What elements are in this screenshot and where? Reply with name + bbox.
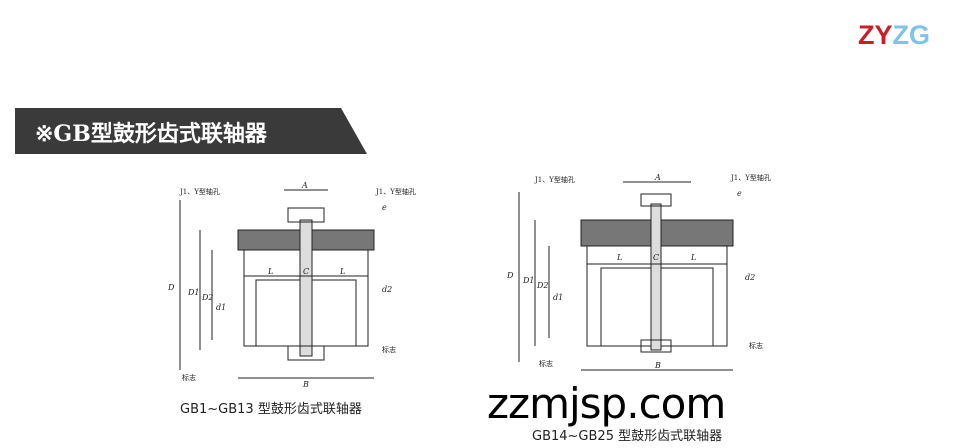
dim-label-D: D	[167, 283, 175, 292]
section-title: ※GB型鼓形齿式联轴器	[35, 121, 267, 147]
dim-label-d2: d2	[382, 285, 392, 294]
dim-label-D1: D1	[522, 276, 535, 285]
brand-logo: ZYZG	[858, 20, 931, 50]
bore-label-right: J1、Y型轴孔	[375, 187, 416, 196]
dim-label-d1: d1	[216, 303, 226, 312]
bore-label-left: J1、Y型轴孔	[534, 175, 575, 184]
dim-label-D: D	[506, 271, 514, 280]
dim-label-C: C	[303, 267, 309, 276]
figure-caption-1: GB1~GB13 型鼓形齿式联轴器	[180, 402, 362, 417]
figure-caption-2: GB14~GB25 型鼓形齿式联轴器	[532, 429, 723, 444]
dim-label-D2: D2	[536, 281, 549, 290]
dim-label-B: B	[654, 361, 661, 370]
dim-label-L-left: L	[267, 267, 273, 276]
mark-label: 标志	[182, 373, 196, 382]
section-banner: ※GB型鼓形齿式联轴器	[15, 108, 367, 154]
dim-label-L-right: L	[690, 253, 696, 262]
watermark: zzmjsp.com	[487, 379, 726, 428]
bore-label-right: J1、Y型轴孔	[730, 173, 771, 182]
dim-label-d2: d2	[745, 273, 755, 282]
dim-label-C: C	[653, 253, 659, 262]
dim-label-A: A	[654, 173, 661, 182]
mark-label: 标志	[539, 359, 553, 368]
mark-label: 标志	[749, 341, 763, 350]
dim-label-e: e	[382, 203, 387, 212]
dim-label-A: A	[301, 181, 308, 190]
dim-label-D1: D1	[187, 288, 200, 297]
coupling-diagram-1: A D D1 D2 d1 d2 L L C B e J1、Y型轴孔 J1、Y型轴…	[167, 181, 416, 389]
dim-label-L-left: L	[616, 253, 622, 262]
dim-label-D2: D2	[201, 293, 214, 302]
mark-label: 标志	[382, 345, 396, 354]
dim-label-B: B	[302, 380, 309, 389]
dim-label-e: e	[737, 189, 742, 198]
bore-label-left: J1、Y型轴孔	[179, 187, 220, 196]
coupling-diagram-2: A D D1 D2 d1 d2 L L C B e J1、Y型轴孔 J1、Y型轴…	[506, 173, 771, 371]
dim-label-L-right: L	[339, 267, 345, 276]
dim-label-d1: d1	[553, 293, 563, 302]
